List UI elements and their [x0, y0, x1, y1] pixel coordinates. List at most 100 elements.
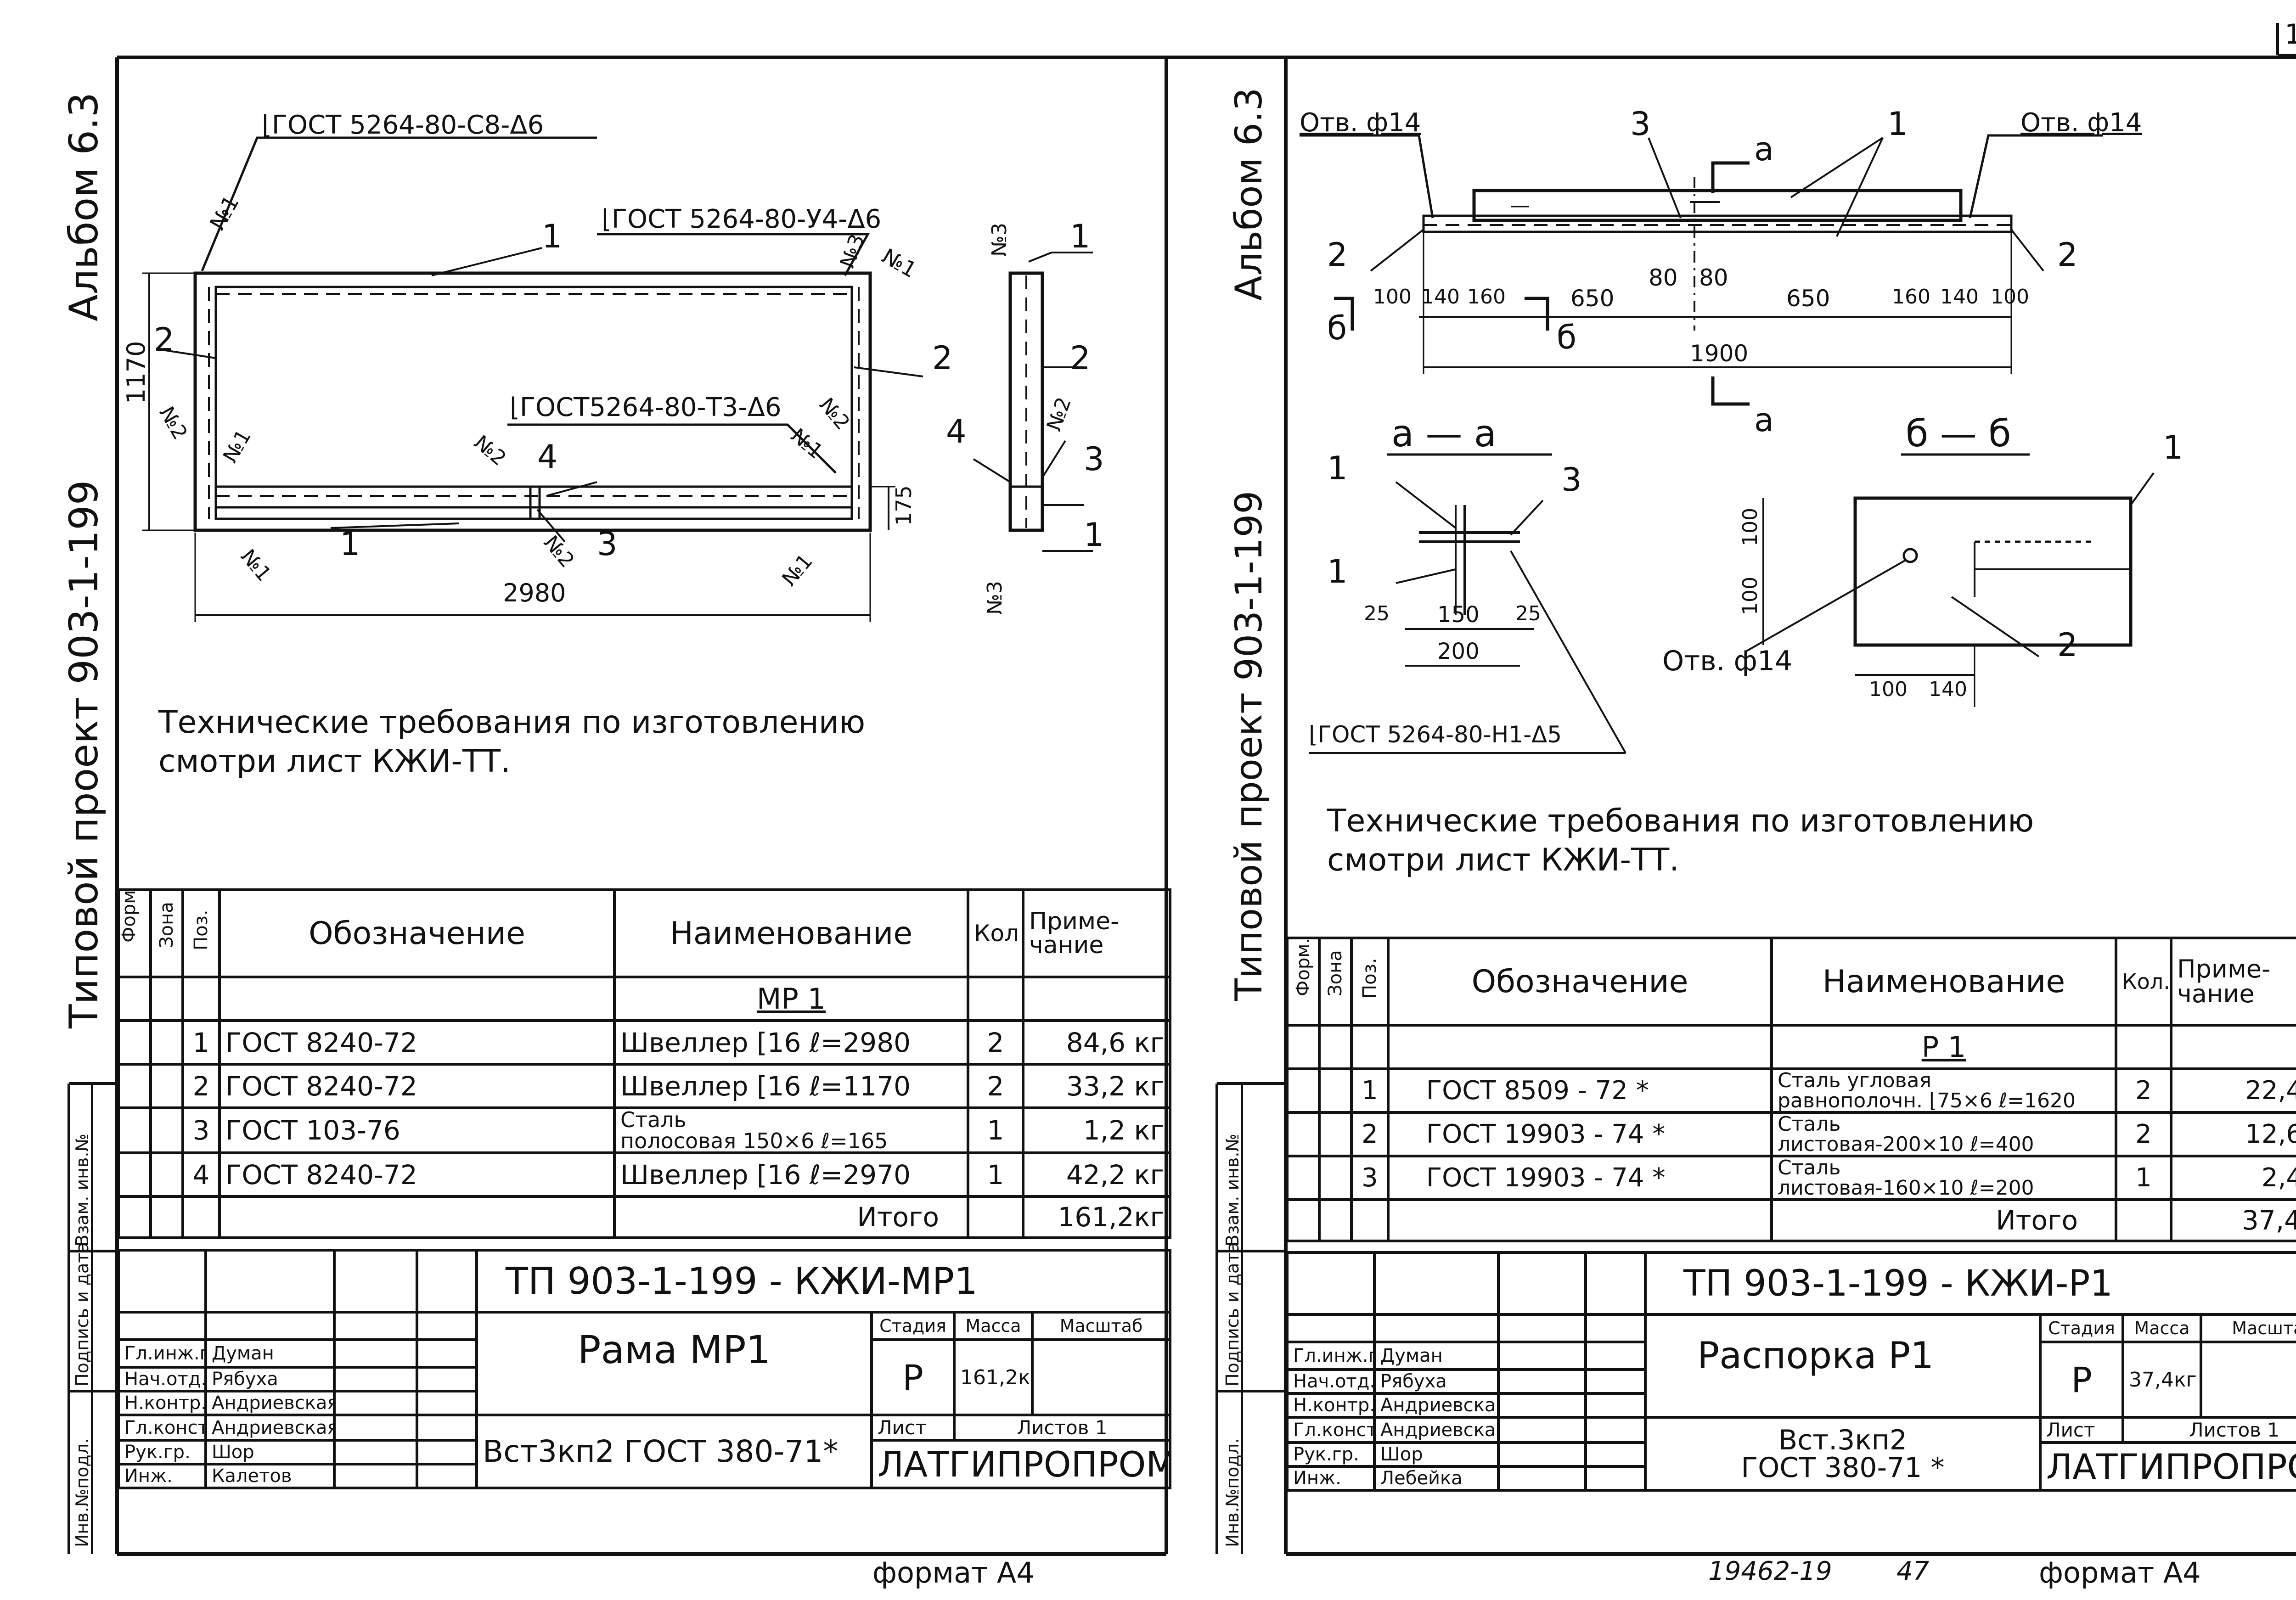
dim-label: 650 — [1786, 285, 1830, 312]
col-pos: Поз. — [191, 909, 212, 950]
side-field-inv-right: Инв.№подл. — [1222, 1437, 1243, 1547]
position-label: 2 — [932, 339, 953, 377]
position-label: 3 — [1084, 440, 1104, 478]
hole-label: Отв. ф14 — [1300, 108, 1421, 138]
signature-row: Гл.констр. Андриевская Вст3кп2 ГОСТ 380-… — [117, 1414, 1172, 1489]
signature-row: Н.контр. Андриевская — [1286, 1392, 2296, 1419]
node-label: №3 — [983, 581, 1007, 615]
position-label: 2 — [1070, 339, 1091, 377]
weld-label-right: ⌊ГОСТ 5264-80-Н1-Δ5 — [1309, 721, 1562, 748]
position-label: 2 — [154, 321, 174, 359]
position-label: 3 — [1561, 461, 1582, 499]
total-label: Итого — [1770, 1198, 2117, 1242]
position-label: 1 — [1327, 553, 1348, 590]
side-field-sign-left: Подпись и дата — [72, 1242, 92, 1387]
total-label: Итого — [613, 1195, 969, 1239]
stage-value: Р — [2039, 1341, 2124, 1419]
position-label: 2 — [2057, 236, 2078, 274]
organization: ЛАТГИПРОПРОМ — [2039, 1441, 2296, 1492]
section-title-a: а — а — [1391, 412, 1497, 455]
archive-number: 19462-19 — [1708, 1556, 1832, 1586]
total-value: 161,2кг — [1022, 1195, 1171, 1239]
doc-code: ТП 903-1-199 - КЖИ-МР1 — [475, 1249, 1172, 1314]
col-designation: Обозначение — [218, 888, 616, 978]
col-name: Наименование — [1770, 937, 2117, 1027]
dim-label: 1900 — [1690, 340, 1749, 367]
organization: ЛАТГИПРОПРОМ — [870, 1439, 1172, 1489]
section-dim: 25 — [1364, 602, 1390, 625]
table-row: 3 ГОСТ 103-76 Сталь полосовая 150×6 ℓ=16… — [117, 1106, 1171, 1154]
position-label: 1 — [1084, 516, 1104, 554]
position-label: 2 — [2057, 626, 2078, 664]
table-row: 4 ГОСТ 8240-72 Швеллер [16 ℓ=2970 1 42,2… — [117, 1151, 1171, 1198]
archive-page: 47 — [1896, 1556, 1930, 1586]
table-row: 1 ГОСТ 8240-72 Швеллер [16 ℓ=2980 2 84,6… — [117, 1019, 1171, 1066]
page-number: 146 — [2285, 18, 2296, 51]
dim-height: 1170 — [122, 341, 151, 404]
drawing-title: Распорка Р1 — [1644, 1313, 2042, 1419]
dim-label: 80 — [1649, 264, 1678, 291]
tech-note-line1-right: Технические требования по изготовлению — [1327, 803, 2034, 839]
position-label: 1 — [1887, 105, 1908, 143]
project-label-left: Типовой проект 903-1-199 — [61, 480, 107, 1028]
signature-row: Инж. Калетов — [117, 1463, 1170, 1489]
tech-note-line2-right: смотри лист КЖИ-ТТ. — [1327, 842, 1679, 878]
tech-note-line2: смотри лист КЖИ-ТТ. — [158, 743, 511, 780]
position-label: 1 — [340, 525, 360, 563]
col-name: Наименование — [613, 888, 969, 978]
dim-label: 160 — [1467, 285, 1506, 309]
dim-bottom: 175 — [891, 485, 916, 526]
section-dim: 100 — [1739, 577, 1762, 615]
spec-table-right: Форм. Зона Поз. Обозначение Наименование… — [1286, 937, 2296, 1242]
mass-value: 161,2кг — [953, 1338, 1034, 1416]
format-left: формат А4 — [872, 1556, 1035, 1589]
col-note: Приме- чание — [1022, 888, 1171, 978]
col-zone: Зона — [156, 902, 177, 948]
format-right: формат А4 — [2039, 1556, 2201, 1589]
position-label: 4 — [946, 413, 967, 450]
table-row: 3 ГОСТ 19903 - 74 * Сталь листовая-160×1… — [1286, 1155, 2296, 1201]
signature-row: Рук.гр. Шор ЛАТГИПРОПРОМ — [1286, 1441, 2296, 1492]
section-dim: 150 — [1437, 602, 1480, 628]
weld-label-3: ⌊ГОСТ5264-80-Т3-Δ6 — [510, 393, 782, 422]
section-title-b: б — б — [1906, 412, 2011, 455]
signature-row: Инж. Лебейка — [1286, 1465, 2296, 1492]
side-field-replace-right: Взам. инв.№ — [1222, 1134, 1243, 1246]
tech-note-line1: Технические требования по изготовлению — [158, 704, 866, 741]
spec-group: Р 1 — [1770, 1024, 2117, 1070]
signature-row: Гл.инж.пр Думан Р 161,2кг — [117, 1338, 1172, 1416]
dim-label: 100 — [1373, 285, 1412, 309]
dim-label: 140 — [1421, 285, 1460, 309]
table-row: 2 ГОСТ 8240-72 Швеллер [16 ℓ=1170 2 33,2… — [117, 1063, 1171, 1109]
drawing-title: Рама МР1 — [475, 1311, 873, 1416]
weld-label-2: ⌊ГОСТ 5264-80-У4-Δ6 — [602, 204, 882, 234]
section-dim: 100 — [1739, 508, 1762, 546]
col-qty: Кол. — [2115, 937, 2172, 1027]
mass-value: 37,4кг — [2122, 1341, 2202, 1419]
signature-row: Нач.отд. Рябуха — [1286, 1368, 2296, 1395]
position-label: 1 — [2163, 429, 2183, 466]
weld-label-1: ⌊ГОСТ 5264-80-С8-Δ6 — [262, 110, 544, 140]
stage-value: Р — [870, 1338, 956, 1416]
signature-row: Нач.отд. Рябуха — [117, 1366, 1170, 1392]
dim-label: 140 — [1940, 285, 1979, 309]
col-designation: Обозначение — [1387, 937, 1773, 1027]
signature-row: Гл.инж.пр Думан Р 37,4кг — [1286, 1341, 2296, 1419]
side-field-inv-left: Инв.№подл. — [72, 1437, 92, 1547]
section-mark: а — [1754, 130, 1774, 168]
strut-p1-drawing — [1300, 134, 2155, 754]
col-pos: Поз. — [1359, 958, 1380, 999]
position-label: 1 — [1070, 218, 1091, 255]
doc-code: ТП 903-1-199 - КЖИ-Р1 — [1644, 1251, 2296, 1316]
title-block-right: ТП 903-1-199 - КЖИ-Р1 Распорка Р1 Стадия… — [1286, 1251, 2296, 1492]
section-dim: 140 — [1929, 678, 1967, 701]
spec-group: МР 1 — [613, 976, 969, 1022]
dim-label: 160 — [1892, 285, 1930, 309]
position-label: 4 — [537, 438, 558, 476]
col-format: Форм. — [1293, 938, 1314, 996]
project-label-right: Типовой проект 903-1-199 — [1227, 490, 1270, 1001]
position-label: 3 — [1630, 105, 1651, 143]
col-qty: Кол — [967, 888, 1024, 978]
